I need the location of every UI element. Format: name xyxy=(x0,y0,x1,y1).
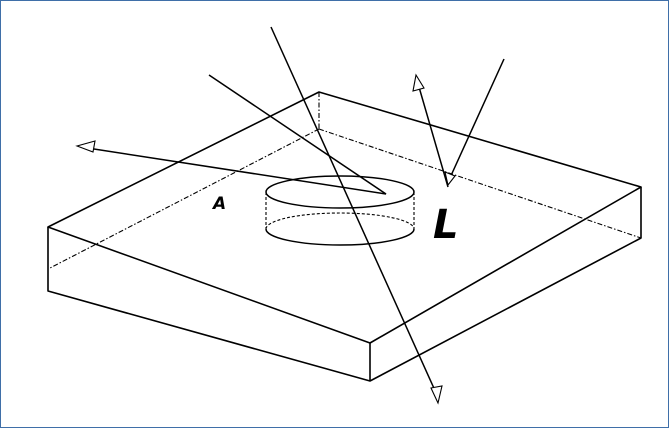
arrow-head-bottom xyxy=(430,385,443,405)
incident-ray-l xyxy=(448,58,505,181)
slab-side-edges xyxy=(47,187,642,382)
label-l: L xyxy=(433,202,459,248)
hidden-back-left-bottom-edge xyxy=(49,128,320,269)
reflected-ray-l xyxy=(418,86,449,188)
transmitted-ray xyxy=(270,26,438,396)
arrow-head-l-incoming xyxy=(444,171,456,187)
slab-top-face xyxy=(47,91,642,344)
cylinder xyxy=(265,175,415,246)
hidden-back-right-bottom-edge xyxy=(318,128,642,239)
hidden-edges xyxy=(49,92,642,269)
arrow-head-left xyxy=(75,140,96,153)
cylinder-bottom-back-arc xyxy=(265,212,415,230)
label-a: A xyxy=(211,194,226,214)
cylinder-bottom-front-arc xyxy=(265,228,415,246)
arrow-head-up xyxy=(412,73,425,92)
rays xyxy=(75,26,505,405)
reflected-ray-a xyxy=(80,74,387,195)
slab xyxy=(47,91,642,382)
